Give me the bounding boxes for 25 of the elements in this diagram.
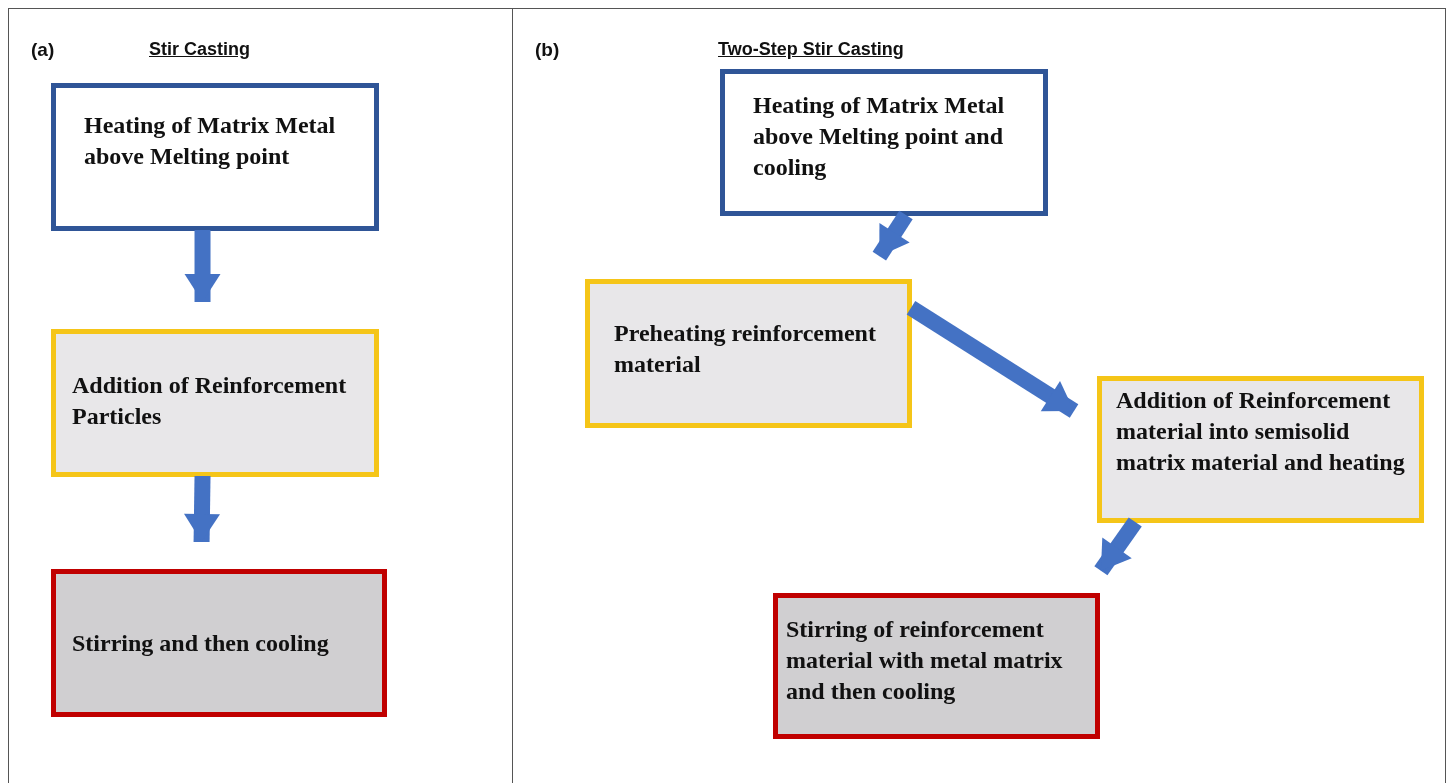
panel-label: (b) <box>535 39 560 61</box>
block-arrow <box>184 230 221 302</box>
process-box <box>51 329 379 477</box>
step-text: Stirring and then cooling <box>72 629 330 658</box>
process-box <box>773 593 1100 739</box>
block-arrow <box>872 210 913 261</box>
process-box <box>1097 376 1424 523</box>
process-box <box>51 569 387 717</box>
panel-frame <box>8 8 513 783</box>
step-text: Addition of Reinforcement Particles <box>72 371 348 432</box>
step-text: Addition of Reinforcement material into semisolid matrix material and heating <box>1116 386 1406 478</box>
process-box <box>51 83 379 231</box>
step-text: Stirring of reinforcement material with metal matrix and then cooling <box>786 615 1064 707</box>
process-box <box>585 279 912 428</box>
panel-title: Stir Casting <box>149 39 250 60</box>
process-box <box>720 69 1048 216</box>
panel-title: Two-Step Stir Casting <box>718 39 904 60</box>
panel-frame <box>512 8 1446 783</box>
block-arrow <box>906 301 1079 418</box>
block-arrow <box>184 475 220 543</box>
panel-label: (a) <box>31 39 55 61</box>
step-text: Heating of Matrix Metal above Melting point and cooling <box>753 91 1006 183</box>
block-arrow <box>1094 517 1142 576</box>
step-text: Preheating reinforcement material <box>614 319 877 380</box>
step-text: Heating of Matrix Metal above Melting point <box>84 111 337 172</box>
